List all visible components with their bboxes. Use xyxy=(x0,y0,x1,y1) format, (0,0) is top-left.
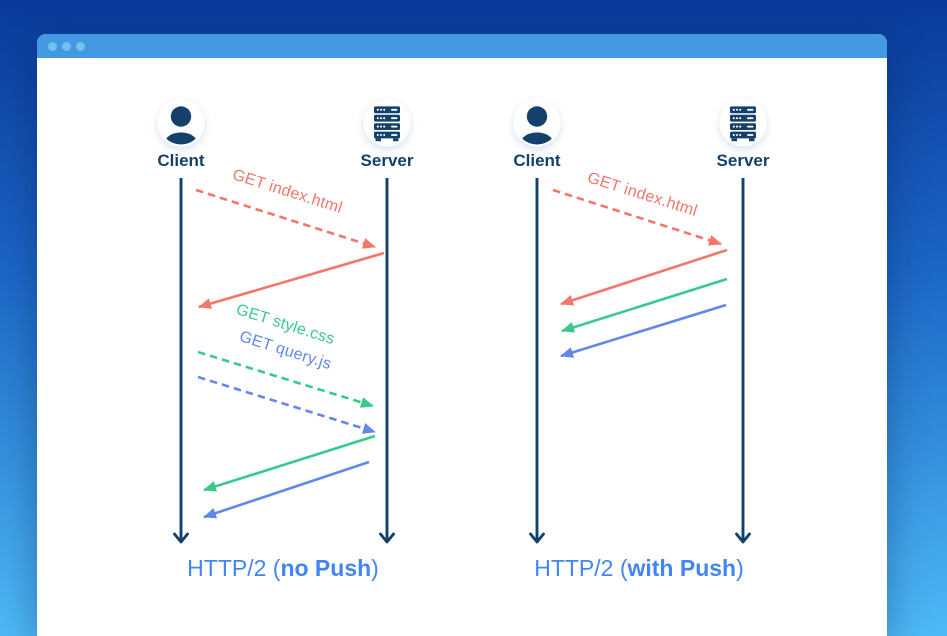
caption-bold-text: no Push xyxy=(280,555,372,581)
response-arrow-blue xyxy=(560,303,727,358)
window-titlebar xyxy=(37,34,887,58)
response-arrow-red xyxy=(198,251,385,309)
actor-label: Client xyxy=(513,151,561,170)
caption-text: HTTP/2 ( xyxy=(187,555,281,581)
lifeline-arrowhead xyxy=(173,532,189,544)
user-icon xyxy=(163,106,199,145)
actor-server: Server xyxy=(361,99,414,544)
message-label: GET index.html xyxy=(230,166,344,217)
actor-client: Client xyxy=(513,99,561,544)
window-control-dot[interactable] xyxy=(48,41,57,51)
server-icon xyxy=(730,106,756,142)
actor-label: Server xyxy=(361,151,414,170)
actor-client: Client xyxy=(157,99,205,544)
lifeline-arrowhead xyxy=(379,532,395,544)
response-arrow-red xyxy=(560,248,728,306)
caption-http2-no-push: HTTP/2 (no Push) xyxy=(113,555,453,582)
response-arrow-blue xyxy=(203,460,370,519)
window-control-dot[interactable] xyxy=(62,41,71,51)
actor-label: Server xyxy=(717,151,770,170)
lifeline-arrowhead xyxy=(735,532,751,544)
caption-text: HTTP/2 ( xyxy=(534,555,628,581)
caption-bold-text: with Push xyxy=(627,555,737,581)
caption-text: ) xyxy=(736,555,744,581)
window-control-dot[interactable] xyxy=(76,41,85,51)
response-arrow-green xyxy=(203,434,376,492)
request-arrow-green xyxy=(197,350,374,408)
caption-http2-with-push: HTTP/2 (with Push) xyxy=(469,555,809,582)
actor-label: Client xyxy=(157,151,205,170)
request-arrow-blue xyxy=(197,375,376,434)
request-arrow-red xyxy=(552,188,722,246)
message-label: GET index.html xyxy=(585,169,699,220)
lifeline-arrowhead xyxy=(529,532,545,544)
server-icon xyxy=(374,106,400,142)
response-arrow-green xyxy=(561,277,728,333)
actor-server: Server xyxy=(717,99,770,544)
request-arrow-red xyxy=(195,188,376,249)
caption-text: ) xyxy=(371,555,379,581)
user-icon xyxy=(519,106,555,145)
